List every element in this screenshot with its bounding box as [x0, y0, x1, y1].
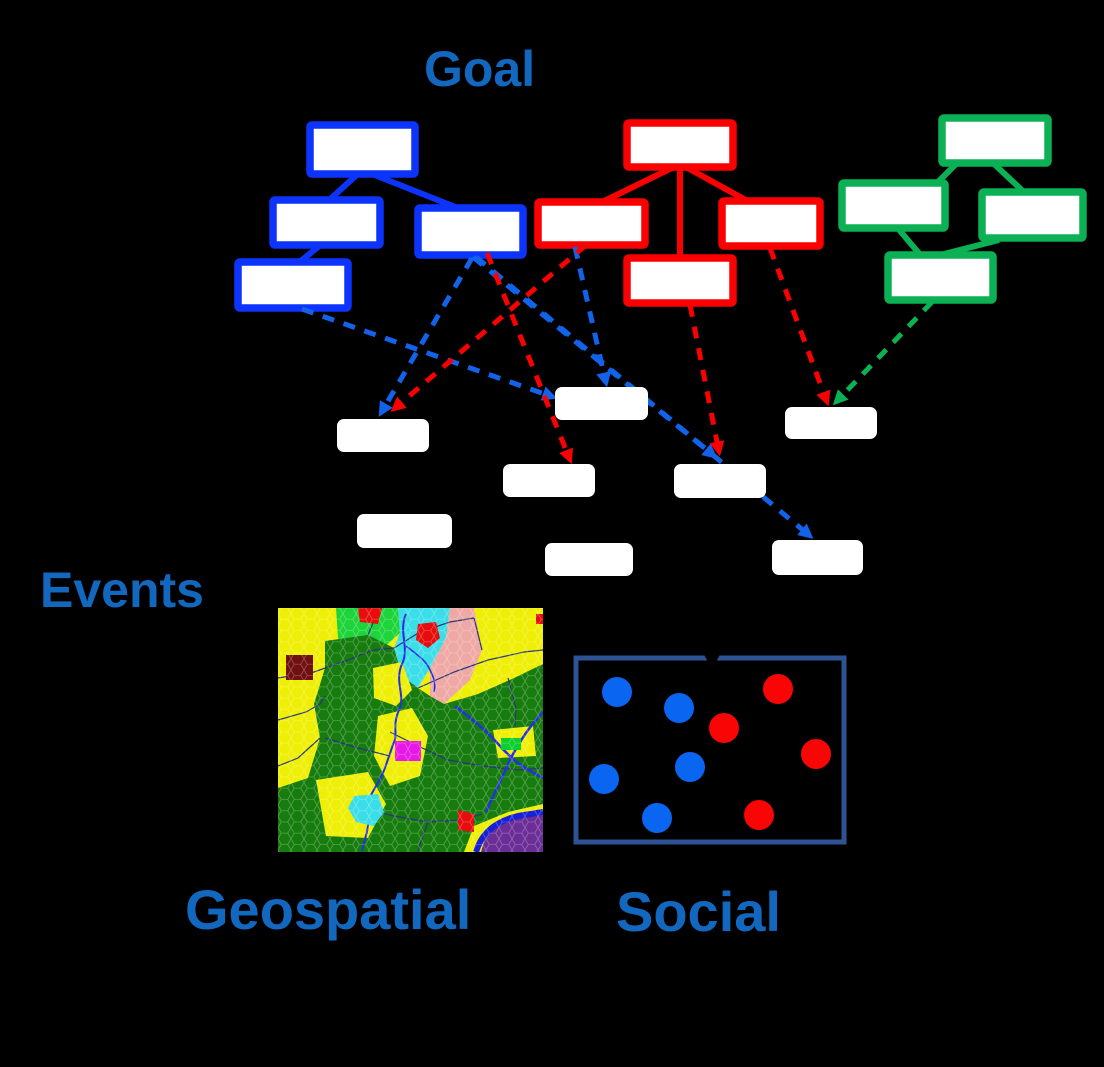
goal-label: Goal — [424, 41, 536, 97]
event-node — [357, 514, 452, 548]
blue-goal-node — [269, 196, 384, 249]
blue-goal-node — [414, 204, 527, 259]
red-goal-node — [718, 197, 824, 250]
event-node — [772, 540, 863, 575]
red-mapping-line — [390, 243, 588, 412]
green-goal-node — [838, 179, 949, 232]
blue-mapping-line — [572, 246, 611, 388]
blue-tree-edge — [365, 169, 465, 213]
red-mapping-line — [687, 304, 725, 457]
blue-goal-node — [234, 258, 352, 312]
green-goal-node — [884, 251, 997, 304]
social-node-blue — [675, 752, 705, 782]
red-tree-edge — [596, 163, 678, 207]
social-node-red — [801, 739, 831, 769]
green-mapping-line — [832, 300, 934, 406]
event-nodes — [337, 387, 877, 576]
social-node-red — [763, 674, 793, 704]
social-node-blue — [664, 693, 694, 723]
social-node-blue — [602, 677, 632, 707]
blue-goal-node — [306, 121, 419, 178]
green-goal-node — [938, 114, 1052, 167]
blue-mapping-line — [301, 306, 558, 401]
geospatial-label: Geospatial — [185, 878, 472, 941]
red-goal-node — [534, 198, 649, 249]
red-goal-node — [623, 254, 737, 307]
blue-goal-tree — [234, 121, 527, 312]
red-goal-tree — [534, 119, 824, 307]
event-node — [674, 464, 766, 498]
social-label: Social — [616, 880, 781, 943]
social-network-panel — [573, 653, 847, 845]
event-node — [555, 387, 648, 420]
map-hex-grid — [278, 608, 543, 852]
social-node-blue — [642, 803, 672, 833]
social-node-blue — [589, 764, 619, 794]
event-node — [337, 419, 429, 452]
geospatial-map-thumbnail — [278, 608, 543, 852]
event-node — [785, 407, 877, 439]
event-node — [503, 464, 595, 497]
red-mapping-line — [484, 252, 574, 465]
events-label: Events — [40, 562, 204, 618]
blue-mapping-line — [378, 256, 475, 417]
social-node-red — [744, 800, 774, 830]
green-goal-tree — [838, 114, 1087, 304]
event-node — [545, 543, 633, 576]
red-mapping-line — [767, 247, 831, 407]
social-box-notch — [703, 653, 721, 669]
red-goal-node — [623, 119, 737, 171]
green-goal-node — [978, 188, 1087, 242]
social-node-red — [709, 713, 739, 743]
